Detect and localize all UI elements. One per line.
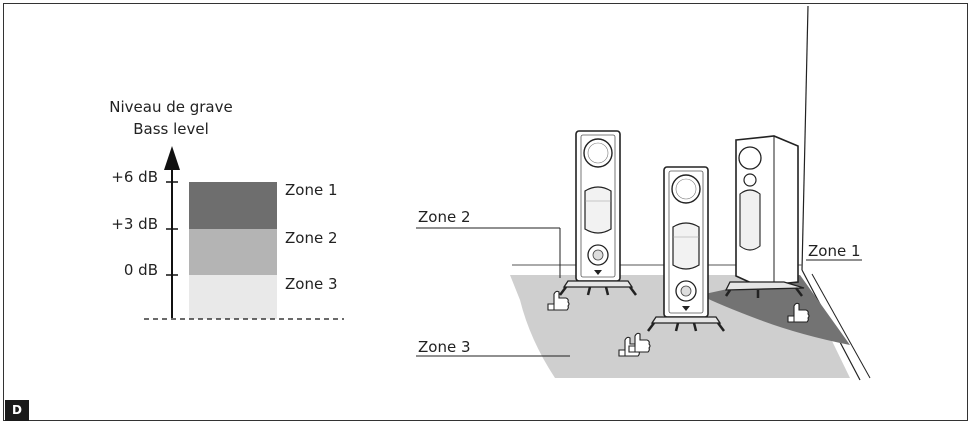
axis-arrow-icon: [164, 146, 180, 170]
speaker-corner: [724, 135, 805, 298]
room-zone3-label: Zone 3: [418, 338, 471, 356]
legend-title-fr: Niveau de grave: [109, 98, 232, 116]
floor-zone1: [700, 275, 850, 345]
figure-badge: [5, 400, 29, 421]
speaker-left: [558, 129, 638, 297]
tick-label-3db: +3 dB: [111, 215, 158, 233]
zone1-bar: [189, 182, 277, 229]
room-zone2-label: Zone 2: [418, 208, 471, 226]
legend-title-en: Bass level: [133, 120, 209, 138]
room-zone1-label: Zone 1: [808, 242, 861, 260]
legend-zone1-label: Zone 1: [285, 181, 338, 199]
side-wall-edge-line: [811, 273, 871, 379]
legend-zone2-label: Zone 2: [285, 229, 338, 247]
wall-corner-line: [801, 5, 809, 271]
legend-zone3-label: Zone 3: [285, 275, 338, 293]
figure-frame: [3, 3, 968, 421]
figure-badge-label: D: [12, 403, 22, 417]
room-illustration: Zone 2 Zone 3 Zone 1: [416, 5, 871, 381]
zone2-bar: [189, 229, 277, 275]
bass-level-legend: Niveau de grave Bass level +6 dB +3 dB 0…: [109, 98, 344, 320]
zone3-bar: [189, 275, 277, 319]
tick-label-0db: 0 dB: [124, 261, 158, 279]
tick-label-6db: +6 dB: [111, 168, 158, 186]
